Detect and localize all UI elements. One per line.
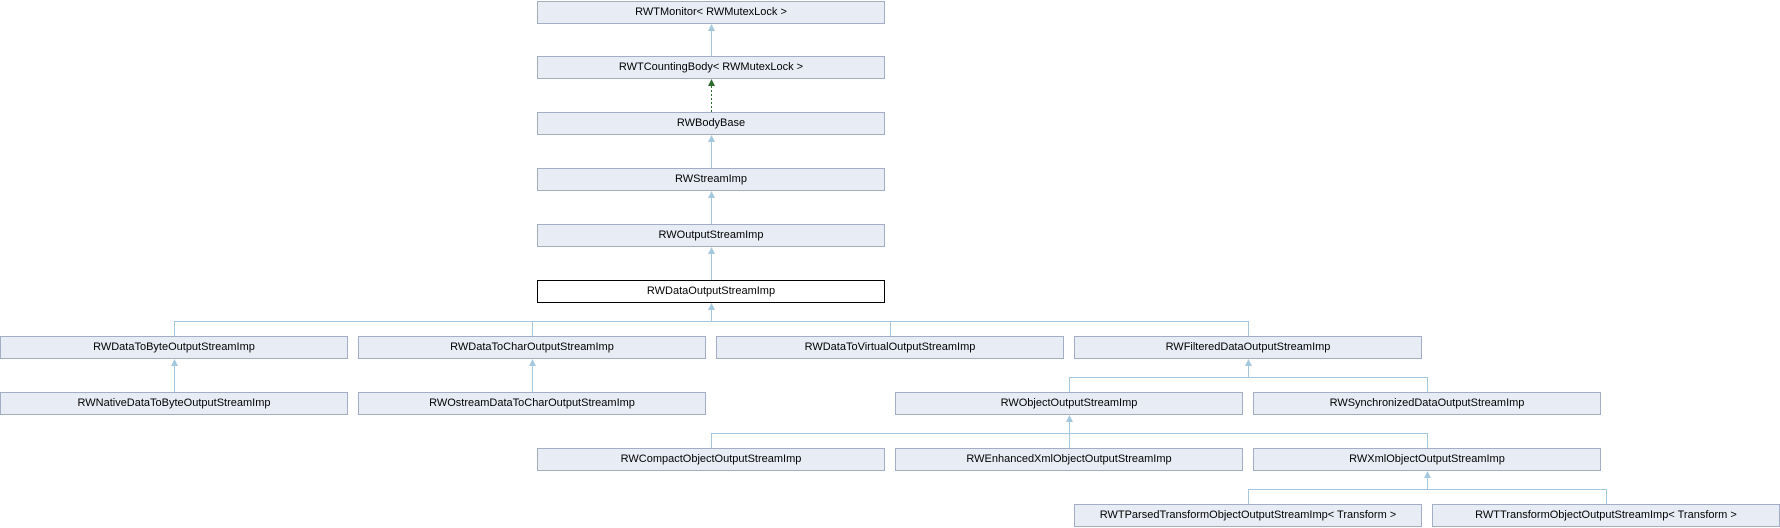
node-rwdatatobyteoutputstreamimp[interactable]: RWDataToByteOutputStreamImp	[0, 336, 348, 359]
node-rwdatatocharoutputstreamimp[interactable]: RWDataToCharOutputStreamImp	[358, 336, 706, 359]
node-rwdataoutputstreamimp-current[interactable]: RWDataOutputStreamImp	[537, 280, 885, 303]
edge-parsed_transform-to-xml_object	[1248, 477, 1428, 504]
node-rwtmonitor[interactable]: RWTMonitor< RWMutexLock >	[537, 1, 885, 24]
node-rwcompactobjectoutputstreamimp[interactable]: RWCompactObjectOutputStreamImp	[537, 448, 885, 471]
node-rwobjectoutputstreamimp[interactable]: RWObjectOutputStreamImp	[895, 392, 1243, 415]
arrowhead-xml_object	[1424, 471, 1431, 478]
node-rwoutputstreamimp[interactable]: RWOutputStreamImp	[537, 224, 885, 247]
edge-synchronized_data-to-filtered_data	[1248, 365, 1428, 392]
arrowhead-counting_body	[708, 79, 715, 86]
arrowhead-data_to_char	[529, 359, 536, 366]
edge-filtered_data-to-data_output_stream_imp	[711, 309, 1249, 336]
node-rwtparsedtransformobjectoutputstreamimp[interactable]: RWTParsedTransformObjectOutputStreamImp<…	[1074, 504, 1422, 527]
arrowhead-filtered_data	[1245, 359, 1252, 366]
node-rwdatatovirtualoutputstreamimp[interactable]: RWDataToVirtualOutputStreamImp	[716, 336, 1064, 359]
node-rwttransformobjectoutputstreamimp[interactable]: RWTTransformObjectOutputStreamImp< Trans…	[1432, 504, 1780, 527]
edge-xml_object-to-object_output	[1069, 421, 1428, 448]
edge-object_output-to-filtered_data	[1069, 365, 1249, 392]
arrowhead-data_output_stream_imp	[708, 303, 715, 310]
node-rwbodybase[interactable]: RWBodyBase	[537, 112, 885, 135]
node-rwsynchronizeddataoutputstreamimp[interactable]: RWSynchronizedDataOutputStreamImp	[1253, 392, 1601, 415]
node-rwtcountingbody[interactable]: RWTCountingBody< RWMutexLock >	[537, 56, 885, 79]
node-rwfiltereddataoutputstreamimp[interactable]: RWFilteredDataOutputStreamImp	[1074, 336, 1422, 359]
edge-compact_object-to-object_output	[711, 421, 1070, 448]
arrowhead-object_output	[1066, 415, 1073, 422]
edge-data_to_byte-to-data_output_stream_imp	[174, 309, 712, 336]
node-rwenhancedxmlobjectoutputstreamimp[interactable]: RWEnhancedXmlObjectOutputStreamImp	[895, 448, 1243, 471]
edge-transform_object-to-xml_object	[1427, 477, 1607, 504]
arrowhead-output_stream_imp	[708, 247, 715, 254]
edge-data_to_virtual-to-data_output_stream_imp	[711, 309, 891, 336]
node-rwstreamimp[interactable]: RWStreamImp	[537, 168, 885, 191]
arrowhead-body_base	[708, 135, 715, 142]
arrowhead-monitor	[708, 24, 715, 31]
arrowhead-data_to_byte	[171, 359, 178, 366]
node-rwxmlobjectoutputstreamimp[interactable]: RWXmlObjectOutputStreamImp	[1253, 448, 1601, 471]
arrowhead-stream_imp	[708, 191, 715, 198]
node-rwostreamdatatocharoutputstreamimp[interactable]: RWOstreamDataToCharOutputStreamImp	[358, 392, 706, 415]
edge-data_to_char-to-data_output_stream_imp	[532, 309, 712, 336]
node-rwnativedatatobyteoutputstreamimp[interactable]: RWNativeDataToByteOutputStreamImp	[0, 392, 348, 415]
